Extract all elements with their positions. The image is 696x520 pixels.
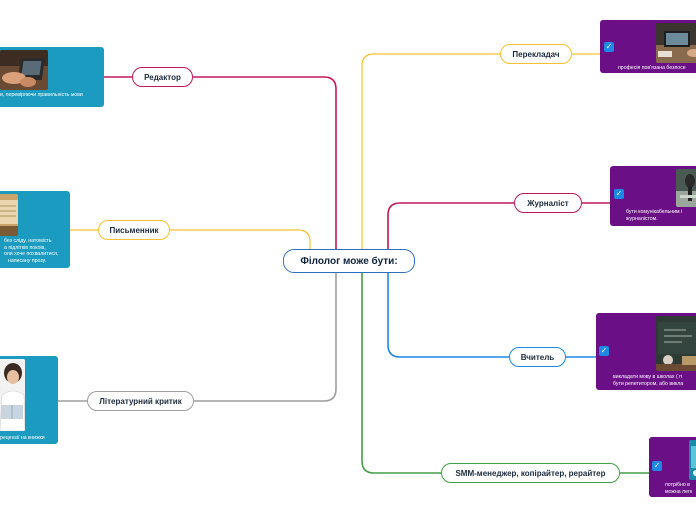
checkbox-checked-icon[interactable]: ✓ [599, 346, 609, 356]
card-writer-text-3: оли хоче похвалитися, [4, 251, 59, 257]
card-editor-text: и, перевіряючи правильність мови [0, 92, 83, 98]
topic-literary-critic-label: Літературний критик [99, 396, 182, 406]
card-literary-critic-text: рецензії на книжки [0, 435, 45, 441]
laptop-hands-photo [0, 50, 48, 90]
card-journalist-text-2: журналістом. [626, 215, 658, 222]
topic-writer-label: Письменник [109, 225, 159, 235]
topic-smm[interactable]: SMM-менеджер, копірайтер, рерайтер [441, 463, 620, 483]
checkbox-checked-icon[interactable]: ✓ [614, 189, 624, 199]
topic-translator-label: Перекладач [512, 49, 560, 59]
connector-editor [104, 76, 337, 261]
card-editor[interactable]: и, перевіряючи правильність мови [0, 47, 104, 107]
card-writer[interactable]: без сліду, натомість а підлітків покоів,… [0, 191, 70, 268]
connector-journalist [387, 202, 610, 261]
checkbox-checked-icon[interactable]: ✓ [604, 42, 614, 52]
card-smm-text-1: потрібно в [665, 482, 690, 488]
card-writer-text-4: написану прозу. [8, 257, 47, 264]
classroom-blackboard-photo [656, 316, 696, 371]
card-translator-text: професія пов'язана безпосе [618, 65, 686, 71]
topic-journalist[interactable]: Журналіст [514, 193, 582, 213]
connector-smm [361, 261, 649, 474]
connector-writer [70, 229, 311, 261]
central-topic[interactable]: Філолог може бути: [283, 249, 415, 273]
connector-critic [58, 261, 337, 402]
topic-smm-label: SMM-менеджер, копірайтер, рерайтер [455, 468, 606, 478]
desk-laptop-photo [656, 23, 696, 63]
checkbox-checked-icon[interactable]: ✓ [652, 461, 662, 471]
card-teacher-text-1: викладати мову в школах ( п [613, 374, 682, 380]
reader-with-book-photo [0, 359, 25, 431]
topic-writer[interactable]: Письменник [98, 220, 170, 240]
topic-editor[interactable]: Редактор [132, 67, 193, 87]
topic-literary-critic[interactable]: Літературний критик [87, 391, 194, 411]
card-journalist[interactable]: ✓ бути комунікабельним і журналістом. [610, 166, 696, 226]
connector-teacher [387, 261, 596, 358]
topic-translator[interactable]: Перекладач [500, 44, 572, 64]
card-literary-critic[interactable]: рецензії на книжки [0, 356, 58, 444]
card-teacher[interactable]: ✓ викладати мову в школах ( п бути репет… [596, 313, 696, 390]
card-smm[interactable]: ✓ потрібно в можна легк [649, 437, 696, 497]
social-media-photo [689, 440, 696, 480]
topic-journalist-label: Журналіст [527, 198, 569, 208]
notebook-writing-photo [0, 194, 18, 236]
topic-editor-label: Редактор [144, 72, 181, 82]
topic-teacher-label: Вчитель [520, 352, 555, 362]
connector-translator [361, 53, 600, 261]
topic-teacher[interactable]: Вчитель [509, 347, 566, 367]
card-smm-text-2: можна легк [665, 488, 693, 495]
card-writer-text-1: без сліду, натомість [4, 238, 52, 244]
central-topic-label: Філолог може бути: [300, 255, 398, 267]
card-journalist-text-1: бути комунікабельним і [626, 209, 683, 215]
card-translator[interactable]: ✓ професія пов'язана безпосе [600, 20, 696, 73]
card-teacher-text-2: бути репетитором, або викла [613, 380, 684, 387]
microphone-photo [676, 169, 696, 207]
card-writer-text-2: а підлітків покоів, [4, 244, 46, 251]
